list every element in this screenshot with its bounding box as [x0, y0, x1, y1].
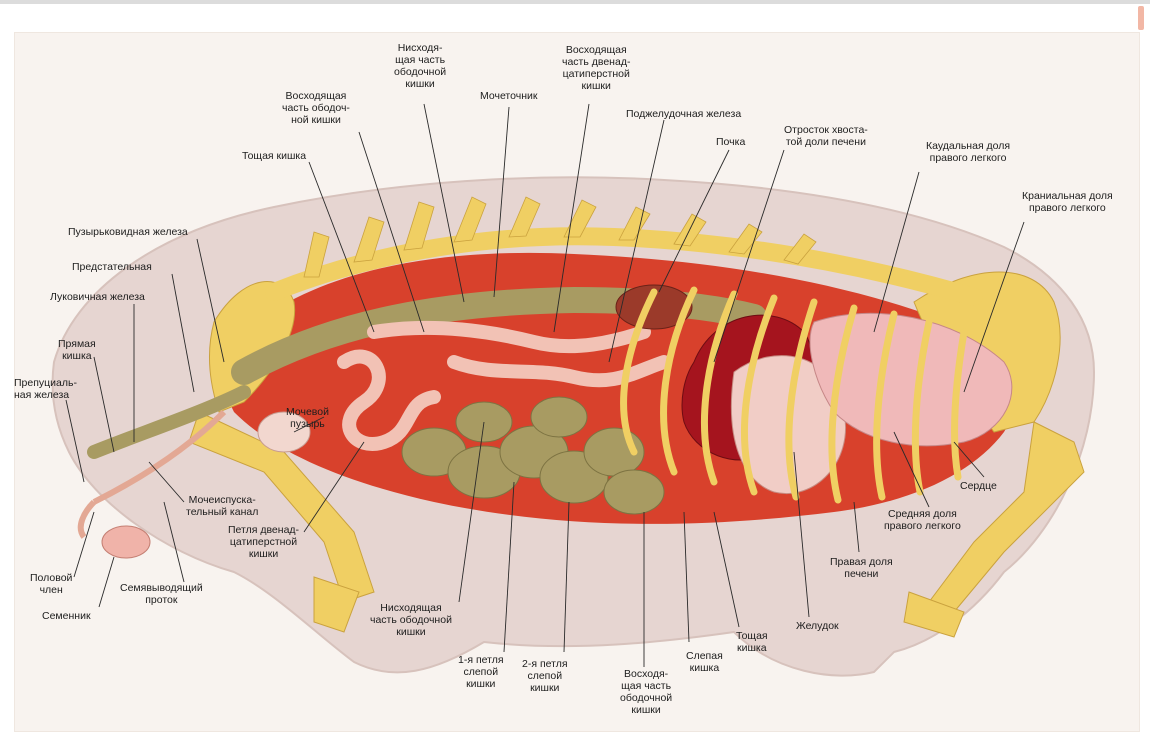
ribs — [620, 286, 968, 504]
label-preputial-gland: Препуциаль- ная железа — [14, 377, 77, 401]
label-stomach: Желудок — [796, 620, 839, 632]
label-ascending-colon-bottom: Восходя- щая часть ободочной кишки — [620, 668, 673, 716]
label-cecum: Слепая кишка — [686, 650, 723, 674]
label-testis: Семенник — [42, 610, 91, 622]
label-caudate-process: Отросток хвоста- той доли печени — [784, 124, 868, 148]
small-intestine — [337, 320, 671, 451]
colon-upper — [231, 286, 767, 385]
vertebral-processes — [303, 196, 817, 278]
label-rectum: Прямая кишка — [58, 338, 96, 362]
label-cecum-loop-2: 2-я петля слепой кишки — [522, 658, 568, 694]
label-descending-colon-bottom: Нисходящая часть ободочной кишки — [370, 602, 452, 638]
label-urethra: Мочеиспуска- тельный канал — [186, 494, 259, 518]
label-right-liver-lobe: Правая доля печени — [830, 556, 893, 580]
anatomy-plate: Нисходя- щая часть ободочной кишки Восхо… — [14, 32, 1140, 732]
fore-foot — [903, 591, 965, 638]
label-middle-lobe-lung: Средняя доля правого легкого — [884, 508, 961, 532]
rectum — [87, 385, 251, 459]
label-jejunum-top: Тощая кишка — [242, 150, 307, 162]
penis — [77, 499, 97, 539]
label-penis: Половой член — [30, 572, 73, 596]
scroll-indicator — [1138, 6, 1144, 30]
label-cranial-lobe-lung: Краниальная доля правого легкого — [1022, 190, 1113, 214]
leader-lines — [65, 103, 1025, 667]
label-vas-deferens: Семявыводящий проток — [120, 582, 203, 606]
label-ascending-duodenum: Восходящая часть двенад- цатиперстной ки… — [562, 44, 631, 92]
label-ureter: Мочеточник — [480, 90, 538, 102]
label-descending-colon-top: Нисходя- щая часть ободочной кишки — [394, 42, 447, 90]
foreleg-bone — [928, 421, 1085, 613]
label-heart: Сердце — [960, 480, 997, 492]
testis — [101, 525, 151, 559]
label-cecum-loop-1: 1-я петля слепой кишки — [458, 654, 504, 690]
hind-foot — [313, 576, 360, 633]
top-border — [0, 0, 1150, 4]
spine — [265, 227, 983, 306]
label-pancreas: Поджелудочная железа — [626, 108, 742, 120]
urethra — [92, 409, 227, 505]
urinary-bladder — [257, 411, 311, 453]
label-caudal-lobe-lung: Каудальная доля правого легкого — [926, 140, 1011, 164]
label-prostate: Предстательная — [72, 261, 152, 273]
label-duodenal-loop: Петля двенад- цатиперстной кишки — [228, 524, 300, 560]
label-seminal-vesicle: Пузырьковидная железа — [68, 226, 188, 238]
label-ascending-colon-top: Восходящая часть ободоч- ной кишки — [282, 90, 350, 126]
label-kidney: Почка — [716, 136, 746, 148]
pig-anatomy-illustration — [51, 103, 1096, 677]
kidney — [615, 284, 693, 330]
label-urinary-bladder: Мочевой пузырь — [286, 406, 329, 430]
label-jejunum-bottom: Тощая кишка — [736, 630, 768, 654]
label-bulbourethral-gland: Луковичная железа — [50, 291, 145, 303]
